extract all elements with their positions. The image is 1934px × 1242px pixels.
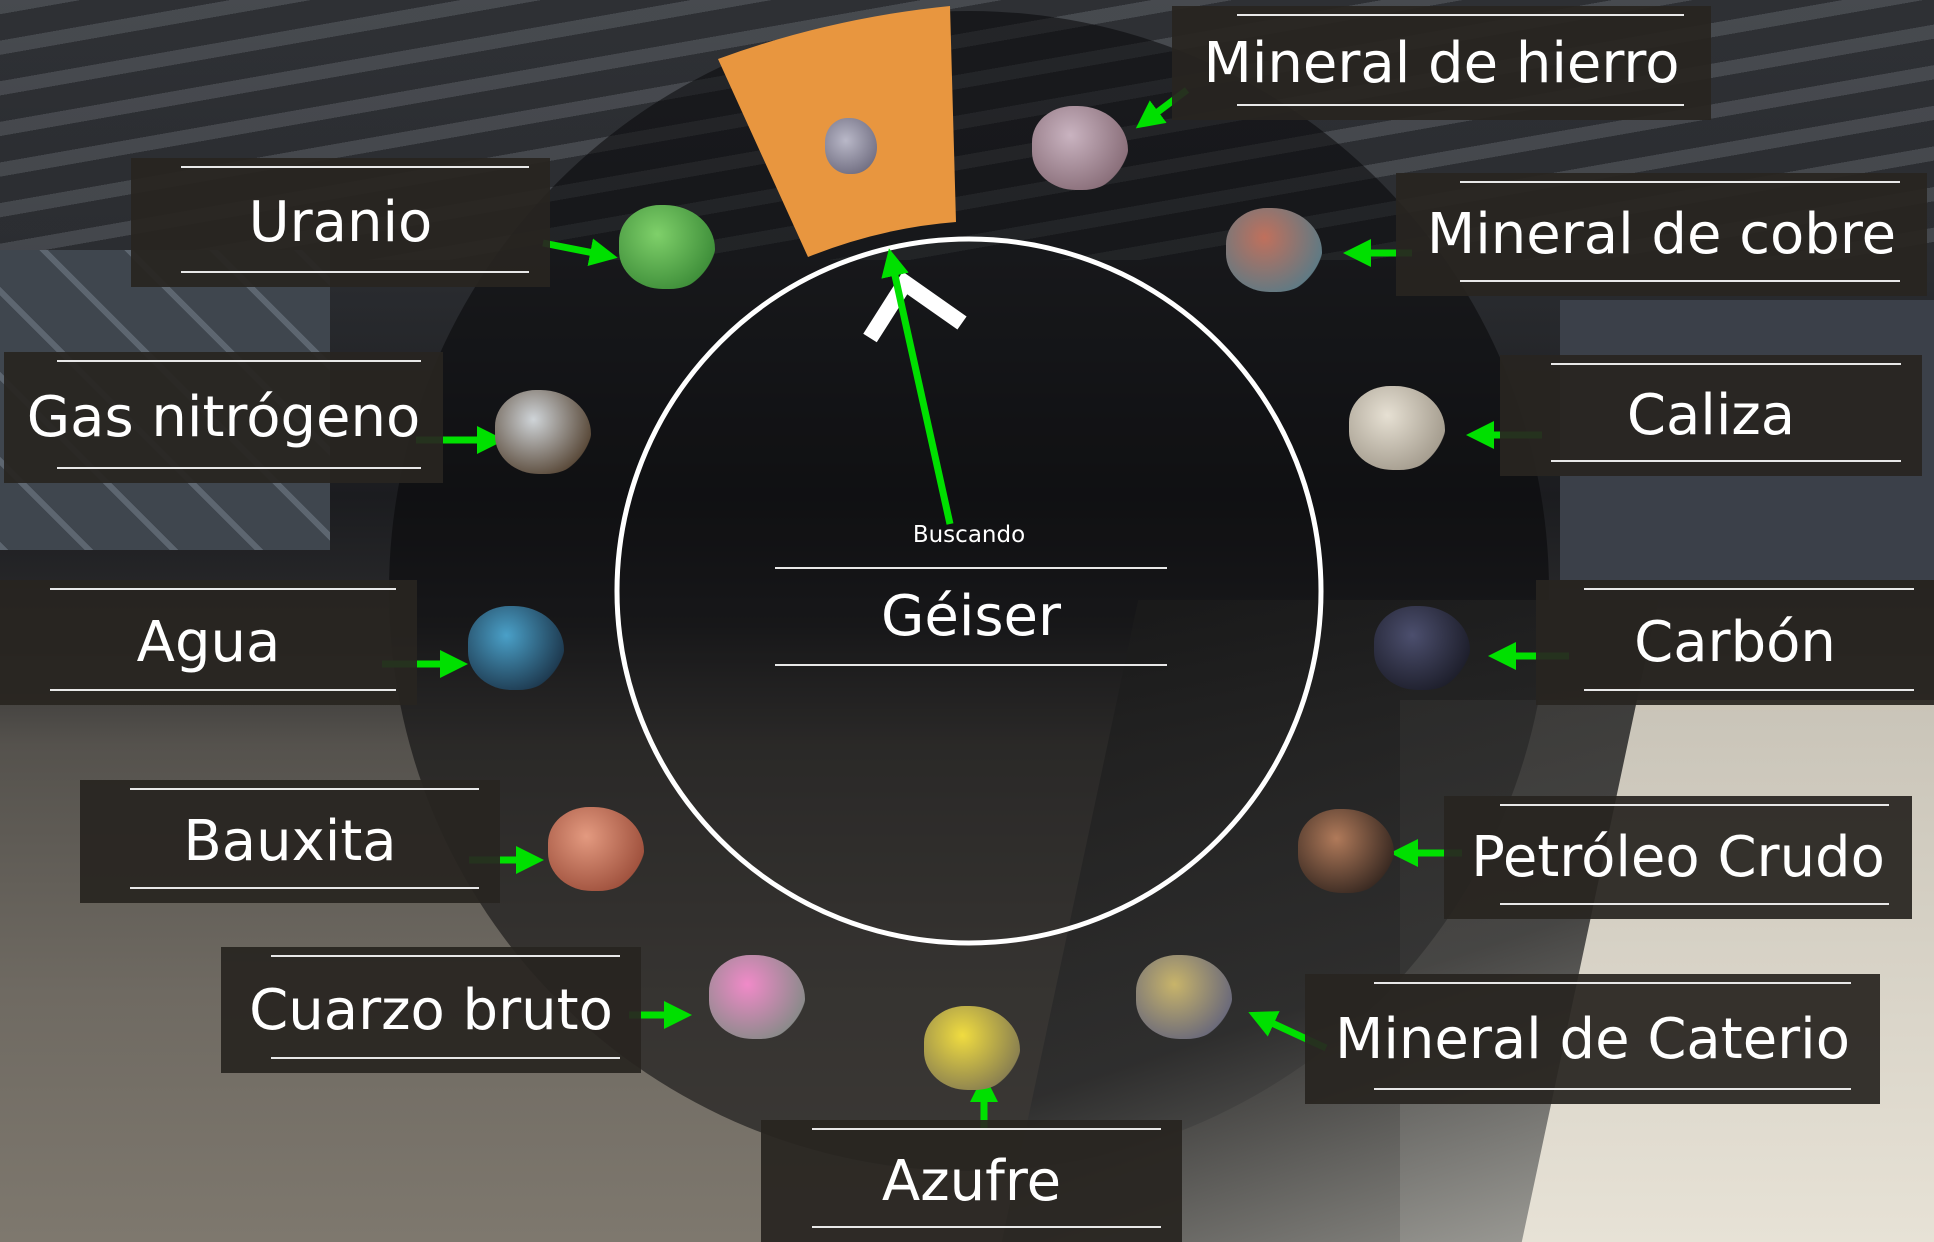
geyser-icon (825, 118, 877, 174)
chevron-up-icon (863, 271, 967, 343)
resource-option-agua[interactable]: Agua (0, 580, 417, 705)
resource-label: Caliza (1626, 383, 1796, 448)
resource-option-petroleo[interactable]: Petróleo Crudo (1444, 796, 1912, 919)
pointer-arrow-uranio (542, 238, 618, 267)
sulfur-icon[interactable] (924, 1006, 1020, 1090)
resource-label: Mineral de Caterio (1335, 1006, 1850, 1072)
resource-option-gas[interactable]: Gas nitrógeno (4, 352, 443, 483)
resource-label: Azufre (881, 1148, 1062, 1214)
resource-option-cobre[interactable]: Mineral de cobre (1396, 173, 1927, 296)
raw-quartz-icon[interactable] (709, 955, 805, 1039)
resource-label: Uranio (248, 190, 433, 255)
water-icon[interactable] (468, 606, 564, 690)
resource-label: Agua (136, 610, 281, 675)
crude-oil-icon[interactable] (1298, 809, 1394, 893)
uranium-icon[interactable] (619, 205, 715, 289)
scanner-ring (614, 236, 1324, 946)
resource-option-bauxita[interactable]: Bauxita (80, 780, 500, 903)
caterium-ore-icon[interactable] (1136, 955, 1232, 1039)
resource-label: Petróleo Crudo (1471, 825, 1885, 890)
bauxite-icon[interactable] (548, 807, 644, 891)
resource-label: Carbón (1634, 610, 1836, 675)
iron-ore-icon[interactable] (1032, 106, 1128, 190)
resource-option-azufre[interactable]: Azufre (761, 1120, 1182, 1242)
resource-option-caterio[interactable]: Mineral de Caterio (1305, 974, 1880, 1104)
resource-label: Mineral de hierro (1203, 30, 1680, 96)
resource-option-carbon[interactable]: Carbón (1536, 580, 1934, 705)
limestone-icon[interactable] (1349, 386, 1445, 470)
resource-option-hierro[interactable]: Mineral de hierro (1172, 6, 1711, 120)
nitrogen-gas-icon[interactable] (495, 390, 591, 474)
copper-ore-icon[interactable] (1226, 208, 1322, 292)
resource-label: Cuarzo bruto (249, 977, 613, 1043)
resource-label: Mineral de cobre (1426, 202, 1897, 267)
resource-option-cuarzo[interactable]: Cuarzo bruto (221, 947, 641, 1073)
resource-label: Gas nitrógeno (26, 385, 421, 450)
resource-option-caliza[interactable]: Caliza (1500, 355, 1922, 476)
coal-icon[interactable] (1374, 606, 1470, 690)
scanner-status: Buscando (912, 522, 1026, 548)
resource-label: Bauxita (183, 809, 397, 874)
direction-pointer-arrow (881, 248, 954, 525)
resource-option-uranio[interactable]: Uranio (131, 158, 550, 287)
selected-resource-name: Géiser (775, 567, 1167, 666)
